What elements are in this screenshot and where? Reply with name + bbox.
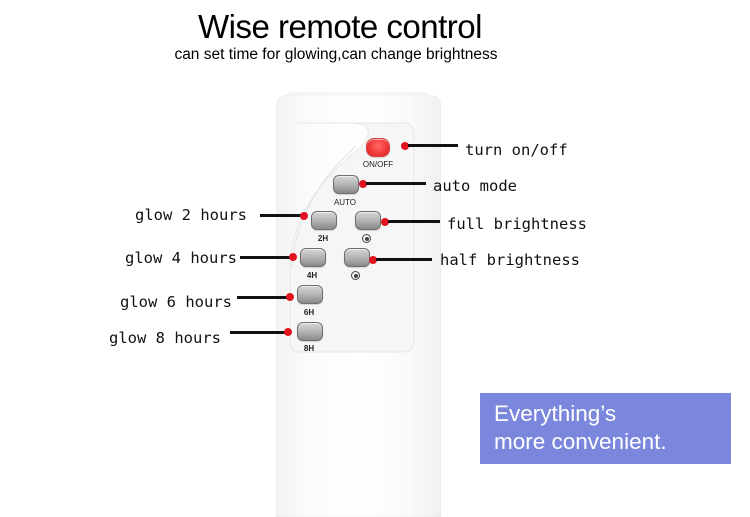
glow-2h-button[interactable]: [311, 211, 337, 230]
promo-banner: Everything’s more convenient.: [480, 393, 731, 464]
glow-8h-button[interactable]: [297, 322, 323, 341]
pointer-dot-half: [369, 256, 377, 264]
half-brightness-button[interactable]: [344, 248, 370, 267]
pointer-line-full: [388, 220, 440, 223]
pointer-line-auto: [366, 182, 426, 185]
page-title: Wise remote control: [198, 8, 482, 45]
callout-glow-8-hours: glow 8 hours: [109, 329, 221, 347]
pointer-dot-glow-4: [289, 253, 297, 261]
glow-4h-button[interactable]: [300, 248, 326, 267]
callout-glow-6-hours: glow 6 hours: [120, 293, 232, 311]
callout-glow-2-hours: glow 2 hours: [135, 206, 247, 224]
pointer-line-half: [376, 258, 432, 261]
auto-button-label: AUTO: [333, 198, 357, 207]
full-brightness-button[interactable]: [355, 211, 381, 230]
remote-control-body: [276, 95, 441, 517]
full-brightness-icon: [362, 234, 371, 243]
pointer-dot-auto: [359, 180, 367, 188]
glow-2h-label: 2H: [317, 234, 329, 243]
callout-half-brightness: half brightness: [440, 251, 580, 269]
half-brightness-icon: [351, 271, 360, 280]
pointer-line-glow-8: [230, 331, 288, 334]
promo-banner-line-1: Everything’s: [494, 401, 617, 426]
pointer-dot-glow-2: [300, 212, 308, 220]
glow-6h-label: 6H: [303, 308, 315, 317]
pointer-line-glow-4: [240, 256, 292, 259]
pointer-dot-full: [381, 218, 389, 226]
pointer-dot-glow-8: [284, 328, 292, 336]
pointer-line-glow-2: [260, 214, 303, 217]
glow-4h-label: 4H: [306, 271, 318, 280]
callout-turn-on-off: turn on/off: [465, 141, 568, 159]
promo-banner-line-2: more convenient.: [494, 429, 667, 454]
auto-button[interactable]: [333, 175, 359, 194]
pointer-dot-power: [401, 142, 409, 150]
pointer-line-glow-6: [237, 296, 289, 299]
glow-8h-label: 8H: [303, 344, 315, 353]
callout-auto-mode: auto mode: [433, 177, 517, 195]
callout-glow-4-hours: glow 4 hours: [125, 249, 237, 267]
power-button[interactable]: [366, 138, 390, 157]
page-subtitle: can set time for glowing,can change brig…: [174, 46, 498, 63]
callout-full-brightness: full brightness: [447, 215, 587, 233]
pointer-dot-glow-6: [286, 293, 294, 301]
pointer-line-power: [408, 144, 458, 147]
glow-6h-button[interactable]: [297, 285, 323, 304]
power-button-label: ON/OFF: [362, 160, 394, 169]
